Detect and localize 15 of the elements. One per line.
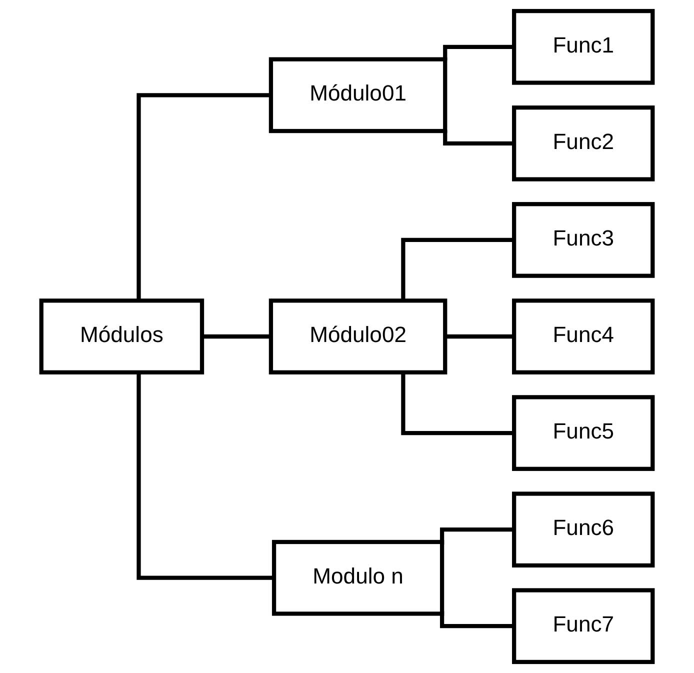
node-box: Módulo01 <box>268 57 448 134</box>
connector <box>401 238 514 301</box>
connector <box>136 93 271 301</box>
connector <box>136 372 274 580</box>
node-box: Func5 <box>512 395 655 471</box>
node-box: Func4 <box>512 298 655 374</box>
node-box: Func1 <box>512 8 655 85</box>
node-box: Módulo02 <box>268 298 448 374</box>
node-box: Func2 <box>512 106 655 182</box>
node-box: Módulos <box>39 298 204 374</box>
node-box: Func7 <box>512 588 655 664</box>
node-box: Func6 <box>512 492 655 568</box>
connector <box>401 372 514 436</box>
node-box: Func3 <box>512 202 655 278</box>
node-box: Modulo n <box>272 540 444 616</box>
